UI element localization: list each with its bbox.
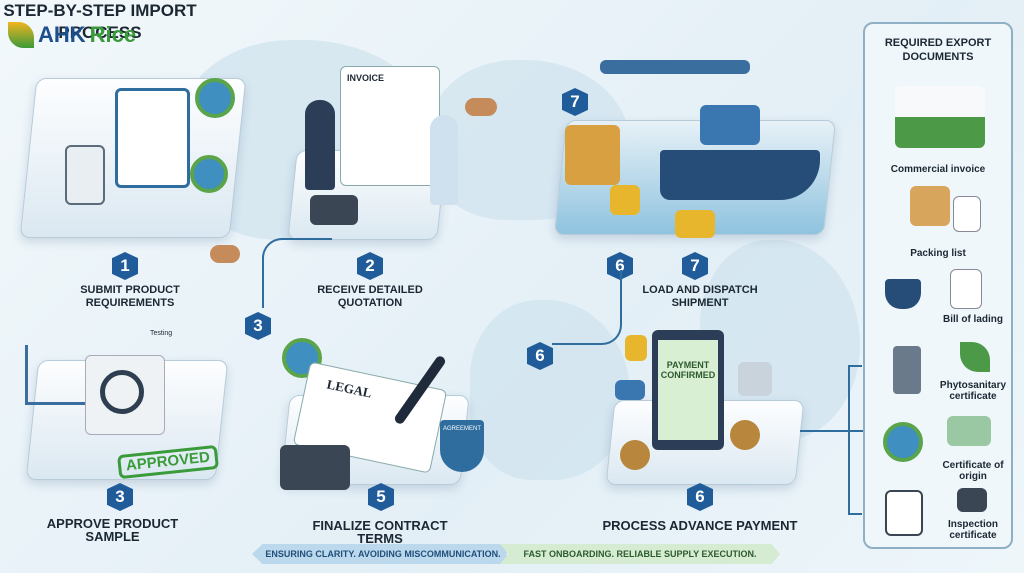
containers-stack-icon bbox=[565, 125, 620, 185]
box-icon bbox=[910, 186, 950, 226]
truck-icon bbox=[675, 210, 715, 238]
clipboard-check-icon bbox=[885, 490, 923, 536]
calculator-icon bbox=[280, 445, 350, 490]
step-badge: 7 bbox=[682, 252, 708, 280]
step-label: LOAD AND DISPATCH SHIPMENT bbox=[642, 284, 758, 309]
globe-icon bbox=[883, 422, 923, 462]
shipping-container-icon bbox=[700, 105, 760, 145]
money-bag-icon bbox=[620, 440, 650, 470]
growth-chart-icon bbox=[25, 345, 85, 405]
padlock-icon bbox=[625, 335, 647, 361]
connector-line bbox=[848, 365, 862, 515]
page-title: STEP-BY-STEP IMPORT PROCESS bbox=[3, 1, 197, 42]
bill-document-icon bbox=[950, 269, 982, 309]
businessman-icon bbox=[305, 100, 335, 190]
globe-icon bbox=[195, 78, 235, 118]
bank-icon bbox=[738, 362, 772, 396]
document-item: Certificate of origin bbox=[942, 460, 1004, 482]
step-badge: 3 bbox=[245, 312, 271, 340]
rice-leaf-icon bbox=[8, 22, 34, 48]
step-label: PROCESS ADVANCE PAYMENT bbox=[602, 518, 798, 533]
tablet-icon: PAYMENT CONFIRMED bbox=[652, 330, 724, 450]
document-item: Phytosanitary certificate bbox=[939, 380, 1007, 402]
step-label: SUBMIT PRODUCT REQUIREMENTS bbox=[80, 284, 180, 309]
handshake-icon bbox=[465, 98, 497, 116]
cargo-ship-icon bbox=[660, 150, 820, 200]
banner-clarity: ENSURING CLARITY. AVOIDING MISCOMMUNICAT… bbox=[252, 544, 514, 564]
map-certificate-icon bbox=[947, 416, 991, 446]
document-item: Inspection certificate bbox=[947, 519, 998, 541]
step-badge: 5 bbox=[368, 483, 394, 511]
documents-heading: REQUIRED EXPORT DOCUMENTS bbox=[884, 37, 992, 63]
businesswoman-icon bbox=[430, 115, 458, 205]
crane-icon bbox=[600, 60, 750, 74]
testing-label: Testing bbox=[150, 330, 173, 337]
camera-icon bbox=[957, 488, 987, 512]
payment-confirmed-text: PAYMENT CONFIRMED bbox=[658, 340, 718, 440]
step-label: RECEIVE DETAILED QUOTATION bbox=[317, 284, 423, 309]
document-item: Packing list bbox=[910, 248, 966, 259]
step-label: FINALIZE CONTRACT TERMS bbox=[312, 518, 448, 546]
step-badge: 6 bbox=[527, 342, 553, 370]
forklift-icon bbox=[610, 185, 640, 215]
money-bag-icon bbox=[730, 420, 760, 450]
ship-icon bbox=[885, 279, 921, 309]
agreement-shield-icon: AGREEMENT bbox=[440, 420, 484, 472]
calculator-icon bbox=[310, 195, 358, 225]
handshake-icon bbox=[210, 245, 240, 263]
step-badge: 7 bbox=[562, 88, 588, 116]
globe-icon bbox=[190, 155, 228, 193]
person-at-computer-icon bbox=[65, 145, 105, 205]
step-badge: 1 bbox=[112, 252, 138, 280]
step-badge: 6 bbox=[687, 483, 713, 511]
invoice-document: INVOICE bbox=[340, 66, 440, 186]
connector-line bbox=[800, 430, 863, 432]
invoice-money-icon bbox=[895, 86, 985, 148]
microscope-icon bbox=[893, 346, 921, 394]
magnifier-icon bbox=[100, 370, 144, 414]
step-badge: 2 bbox=[357, 252, 383, 280]
document-item: Commercial invoice bbox=[890, 164, 986, 175]
export-documents-panel: REQUIRED EXPORT DOCUMENTS Commercial inv… bbox=[863, 22, 1013, 549]
requirements-clipboard-icon bbox=[115, 88, 190, 188]
credit-card-icon bbox=[615, 380, 645, 400]
step-badge: 3 bbox=[107, 483, 133, 511]
plant-icon bbox=[960, 342, 990, 372]
checklist-icon bbox=[953, 196, 981, 232]
connector-line bbox=[552, 270, 622, 345]
step-label: APPROVE PRODUCT SAMPLE bbox=[46, 516, 179, 544]
document-item: Bill of lading bbox=[943, 314, 1003, 325]
banner-onboarding: FAST ONBOARDING. RELIABLE SUPPLY EXECUTI… bbox=[500, 544, 780, 564]
connector-line bbox=[262, 238, 332, 308]
